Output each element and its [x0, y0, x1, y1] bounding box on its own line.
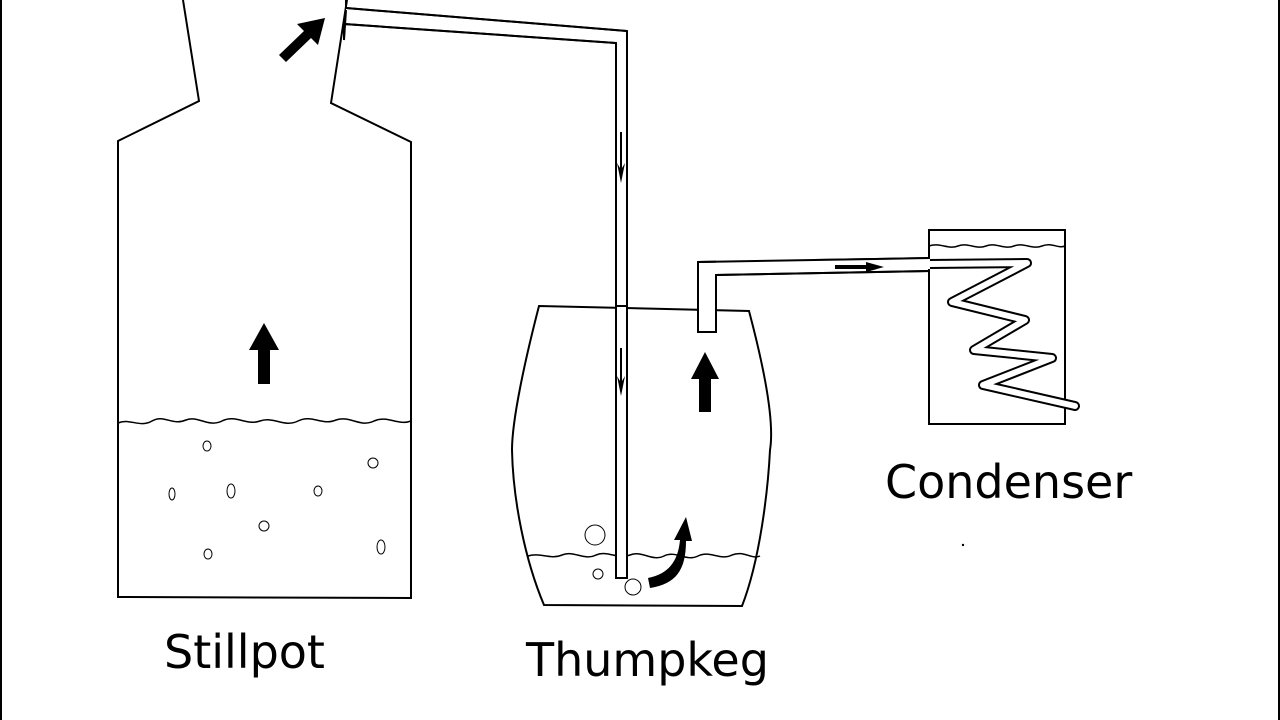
flow-arrow-icon	[617, 132, 625, 183]
condenser-coil	[926, 260, 1078, 409]
thumpkeg-label: Thumpkeg	[525, 633, 769, 687]
vapor-arrow-icon	[691, 352, 719, 412]
stray-dot	[961, 543, 965, 547]
pipe-edge-bottom	[343, 23, 617, 44]
flow-arrow-icon	[617, 348, 625, 396]
stillpot-body	[117, 0, 412, 600]
stillpot-liquid-surface	[117, 417, 412, 425]
vapor-arrow-icon	[249, 323, 279, 384]
bubble	[313, 485, 323, 497]
condenser	[697, 229, 1080, 425]
bubble	[592, 568, 604, 580]
bubble	[202, 440, 212, 452]
bubble	[376, 539, 386, 555]
stillpot	[117, 0, 412, 600]
thumpkeg-inlet-pipe	[615, 305, 628, 579]
thumpkeg-body	[510, 304, 773, 608]
pipe-edge	[715, 270, 931, 276]
bubble	[584, 524, 606, 546]
bubble	[624, 578, 642, 596]
pipe-edge-top	[345, 7, 628, 32]
pipe-edge	[697, 257, 931, 263]
bubble	[258, 520, 270, 532]
bubble	[367, 457, 379, 469]
flow-arrow-icon	[279, 18, 325, 62]
pipe-fill	[716, 259, 930, 269]
stillpot-label: Stillpot	[164, 625, 325, 679]
flow-arrow-icon	[835, 262, 884, 272]
condenser-label: Condenser	[885, 455, 1132, 509]
bubble	[226, 483, 236, 499]
thumpkeg-liquid-surface	[527, 552, 761, 559]
bubble	[203, 548, 213, 560]
vapor-arrow-icon	[648, 517, 692, 588]
condenser-water-surface	[928, 243, 1066, 248]
thumpkeg	[510, 304, 773, 608]
bubble	[168, 487, 176, 501]
